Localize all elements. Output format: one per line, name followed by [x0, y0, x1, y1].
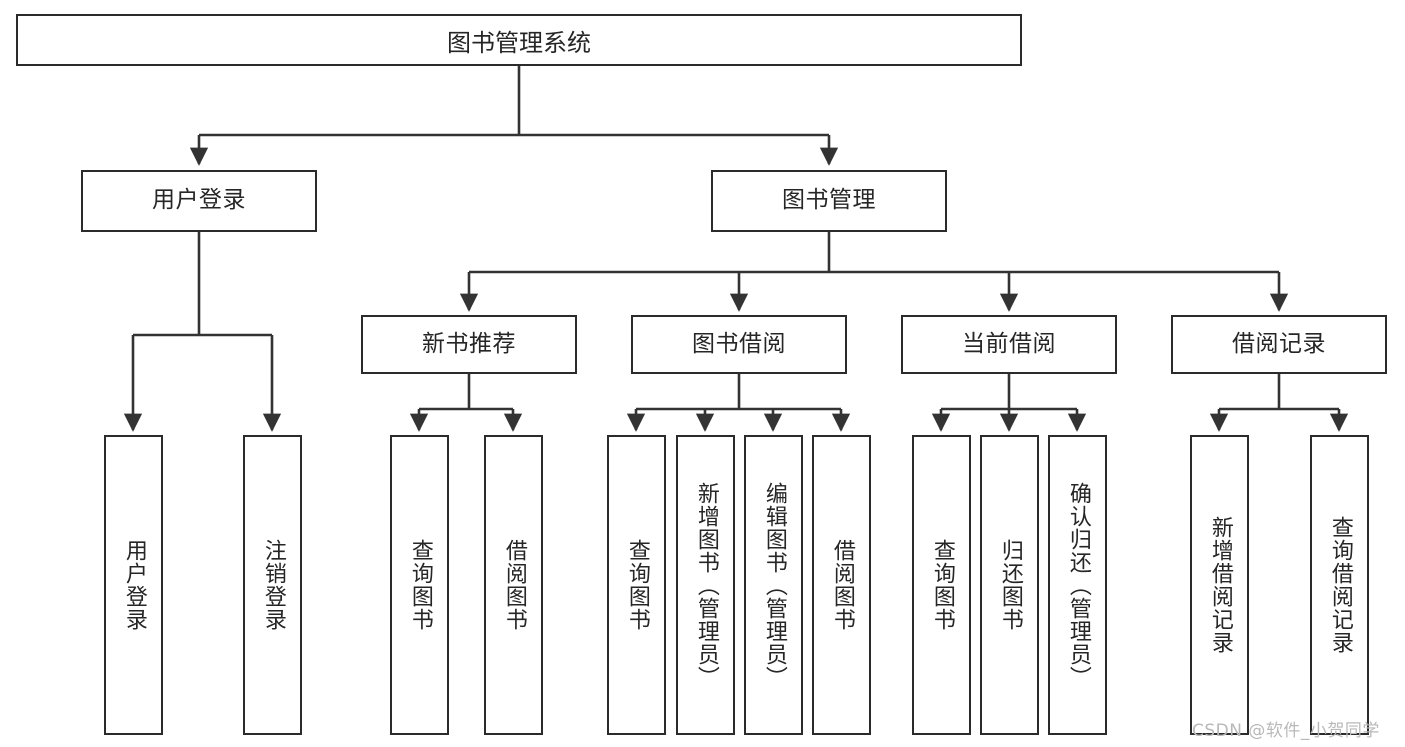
node-label: 新增借阅记录	[1207, 516, 1233, 654]
leaf-book-borrow-edit-book-admin[interactable]: 编辑图书（管理员）	[744, 435, 803, 735]
node-new-book-recommend[interactable]: 新书推荐	[361, 315, 577, 374]
node-label: 借阅图书	[829, 539, 855, 631]
node-borrow-record[interactable]: 借阅记录	[1171, 315, 1387, 374]
node-label: 确认归还（管理员）	[1065, 481, 1091, 689]
node-root-book-management-system[interactable]: 图书管理系统	[16, 14, 1022, 66]
leaf-book-borrow-add-book-admin[interactable]: 新增图书（管理员）	[676, 435, 735, 735]
leaf-current-borrow-confirm-return-admin[interactable]: 确认归还（管理员）	[1048, 435, 1107, 735]
node-book-management[interactable]: 图书管理	[711, 170, 947, 232]
watermark-text: CSDN @软件_小贺同学	[1192, 721, 1380, 741]
node-label: 借阅图书	[501, 539, 527, 631]
leaf-borrow-record-add-record[interactable]: 新增借阅记录	[1190, 435, 1249, 735]
leaf-user-login-logout[interactable]: 注销登录	[243, 435, 302, 735]
node-label: 新增图书（管理员）	[693, 481, 719, 689]
node-label: 当前借阅	[962, 330, 1056, 357]
node-label: 用户登录	[152, 187, 246, 214]
node-label: 用户登录	[121, 539, 147, 631]
leaf-book-borrow-query-book[interactable]: 查询图书	[607, 435, 666, 735]
node-label: 查询图书	[407, 539, 433, 631]
csdn-watermark: CSDN @软件_小贺同学	[1192, 716, 1380, 741]
node-label: 图书借阅	[692, 330, 786, 357]
leaf-new-book-borrow-book[interactable]: 借阅图书	[484, 435, 543, 735]
leaf-current-borrow-query-book[interactable]: 查询图书	[912, 435, 971, 735]
node-label: 编辑图书（管理员）	[761, 481, 787, 689]
node-book-borrow[interactable]: 图书借阅	[631, 315, 847, 374]
leaf-current-borrow-return-book[interactable]: 归还图书	[980, 435, 1039, 735]
node-current-borrow[interactable]: 当前借阅	[901, 315, 1117, 374]
node-label: 借阅记录	[1232, 330, 1326, 357]
node-label: 查询图书	[624, 539, 650, 631]
node-label: 图书管理系统	[447, 28, 591, 57]
leaf-user-login-login[interactable]: 用户登录	[104, 435, 163, 735]
node-label: 查询图书	[929, 539, 955, 631]
leaf-borrow-record-query-record[interactable]: 查询借阅记录	[1310, 435, 1369, 735]
node-label: 注销登录	[260, 539, 286, 631]
node-user-login[interactable]: 用户登录	[81, 170, 317, 232]
node-label: 新书推荐	[422, 330, 516, 357]
node-label: 查询借阅记录	[1327, 516, 1353, 654]
node-label: 归还图书	[997, 539, 1023, 631]
node-label: 图书管理	[782, 187, 876, 214]
leaf-new-book-query-book[interactable]: 查询图书	[390, 435, 449, 735]
leaf-book-borrow-borrow-book[interactable]: 借阅图书	[812, 435, 871, 735]
